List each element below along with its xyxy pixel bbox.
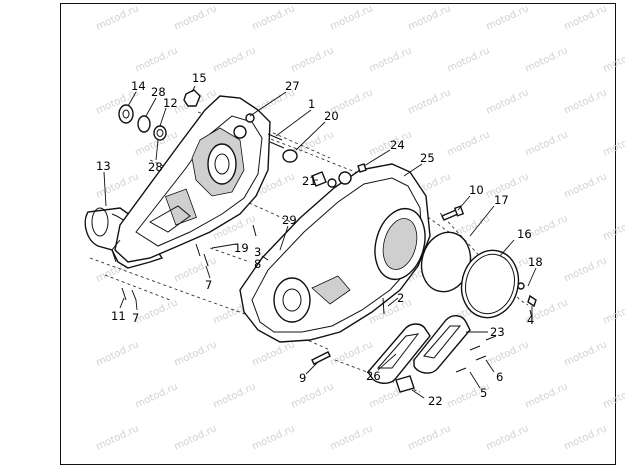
watermark-text: motod.ru xyxy=(562,339,608,368)
callout-24: 24 xyxy=(390,138,405,152)
watermark-text: motod.ru xyxy=(250,339,296,368)
watermark-text: motod.ru xyxy=(562,255,608,284)
watermark-text: motod.ru xyxy=(406,87,452,116)
bolt-part-9 xyxy=(311,351,331,365)
watermark-text: motod.ru xyxy=(172,423,218,452)
callout-28: 28 xyxy=(151,85,166,99)
watermark-text: motod.ru xyxy=(523,45,569,74)
callout-16: 16 xyxy=(517,227,532,241)
watermark-text: motod.ru xyxy=(562,171,608,200)
callout-27: 27 xyxy=(285,79,300,93)
watermark-text: motod.ru xyxy=(289,45,335,74)
watermark-text: motod.ru xyxy=(406,3,452,32)
callout-14: 14 xyxy=(131,79,146,93)
watermark-text: motod.ru xyxy=(484,3,530,32)
callout-13: 13 xyxy=(96,159,111,173)
callout-labels: 14 15 28 12 28 27 1 20 13 24 25 21 10 17… xyxy=(96,71,543,408)
leader-lines xyxy=(103,85,537,399)
callout-12: 12 xyxy=(163,96,178,110)
watermark-text: motod.ru xyxy=(289,381,335,410)
callout-19: 19 xyxy=(234,241,249,255)
watermark-text: motod.ru xyxy=(601,45,625,74)
callout-10: 10 xyxy=(469,183,484,197)
watermark-text: motod.ru xyxy=(445,45,491,74)
watermark-text: motod.ru xyxy=(601,213,625,242)
watermark-text: motod.ru xyxy=(484,423,530,452)
seal-and-ring-parts xyxy=(118,89,201,141)
callout-9: 9 xyxy=(299,371,306,385)
watermark-text: motod.ru xyxy=(94,339,140,368)
watermark-text: motod.ru xyxy=(133,381,179,410)
callout-18: 18 xyxy=(528,255,543,269)
watermark-text: motod.ru xyxy=(250,3,296,32)
callout-23: 23 xyxy=(490,325,505,339)
watermark-text: motod.ru xyxy=(328,339,374,368)
inspection-cover-parts xyxy=(367,315,471,393)
callout-2: 2 xyxy=(397,291,404,305)
callout-11: 11 xyxy=(111,309,126,323)
callout-15: 15 xyxy=(192,71,207,85)
watermark-text: motod.ru xyxy=(133,45,179,74)
watermark-text: motod.ru xyxy=(484,339,530,368)
bolt-part-10 xyxy=(441,205,465,221)
watermark-text: motod.ru xyxy=(94,423,140,452)
watermark-text: motod.ru xyxy=(172,339,218,368)
callout-29: 29 xyxy=(282,213,297,227)
callout-25: 25 xyxy=(420,151,435,165)
callout-17: 17 xyxy=(494,193,509,207)
callout-28: 28 xyxy=(148,160,163,174)
watermark-text: motod.ru xyxy=(523,381,569,410)
outer-primary-cover-part-25 xyxy=(239,163,431,343)
watermark-text: motod.ru xyxy=(562,87,608,116)
watermark-text: motod.ru xyxy=(406,423,452,452)
callout-8: 8 xyxy=(254,257,261,271)
watermark-text: motod.ru xyxy=(484,87,530,116)
watermark-text: motod.ru xyxy=(562,3,608,32)
callout-7: 7 xyxy=(132,311,139,325)
callout-5: 5 xyxy=(480,386,487,400)
watermark-text: motod.ru xyxy=(172,3,218,32)
watermark-text: motod.ru xyxy=(94,3,140,32)
watermark-text: motod.ru xyxy=(328,3,374,32)
watermark-text: motod.ru xyxy=(601,129,625,158)
callout-7: 7 xyxy=(205,278,212,292)
callout-4: 4 xyxy=(527,313,534,327)
callout-26: 26 xyxy=(366,369,381,383)
watermark-text: motod.ru xyxy=(562,423,608,452)
callout-20: 20 xyxy=(324,109,339,123)
watermark-text: motod.ru xyxy=(523,129,569,158)
watermark-text: motod.ru xyxy=(328,423,374,452)
callout-22: 22 xyxy=(428,394,443,408)
callout-6: 6 xyxy=(496,370,503,384)
callout-1: 1 xyxy=(308,97,315,111)
derby-cover-parts xyxy=(420,231,537,319)
callout-3: 3 xyxy=(254,245,261,259)
watermark-text: motod.ru xyxy=(94,171,140,200)
callout-21: 21 xyxy=(302,174,317,188)
watermark-text: motod.ru xyxy=(211,381,257,410)
watermark-text: motod.ru xyxy=(601,297,625,326)
watermark-text: motod.ru xyxy=(601,381,625,410)
bushing-and-bolts xyxy=(267,133,298,163)
watermark-text: motod.ru xyxy=(367,45,413,74)
watermark-text: motod.ru xyxy=(133,297,179,326)
inner-primary-housing xyxy=(111,95,271,263)
watermark-text: motod.ru xyxy=(250,423,296,452)
studs-and-fasteners xyxy=(121,224,533,319)
watermark-text: motod.ru xyxy=(211,45,257,74)
cover-screws xyxy=(455,335,497,373)
watermark-text: motod.ru xyxy=(445,129,491,158)
